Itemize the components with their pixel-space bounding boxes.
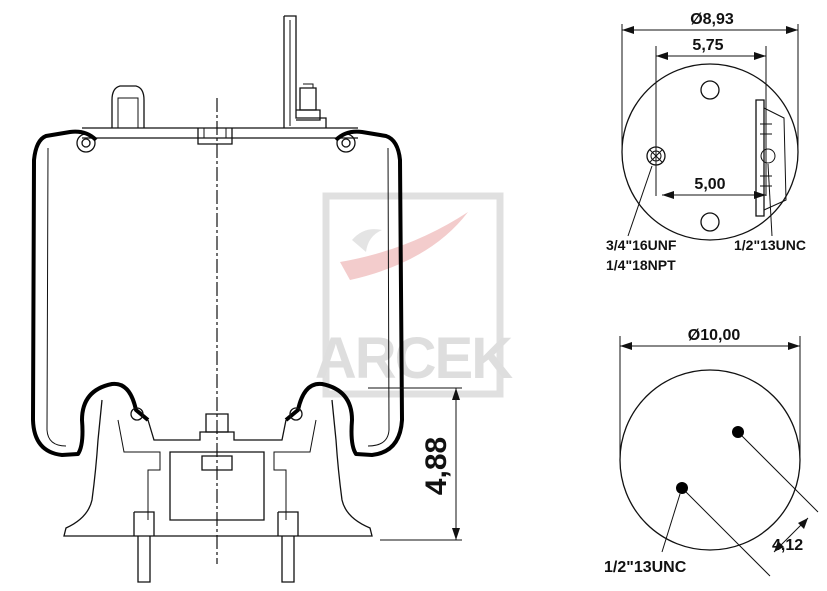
watermark-logo: ARCEK [315, 192, 515, 398]
top-stud-label: 1/2"13UNC [734, 237, 806, 253]
top-plate-view: Ø8,93 5,75 5,00 3/4"16UNF 1/4"18NPT 1/2"… [606, 11, 806, 273]
bellows-outline [31, 129, 150, 457]
bottom-plate-view: Ø10,00 4,12 1/2"13UNC [604, 327, 819, 577]
air-fitting-label-1: 3/4"16UNF [606, 237, 677, 253]
top-hole-spacing-dimension: 5,75 [692, 37, 723, 54]
air-spring-side-view: 4,88 [31, 15, 462, 583]
air-fitting-label-2: 1/4"18NPT [606, 257, 676, 273]
bottom-hole-spacing-dimension: 4,12 [772, 537, 803, 554]
bottom-diameter-dimension: Ø10,00 [688, 327, 741, 344]
watermark-text: ARCEK [315, 326, 513, 391]
top-stud-spacing-dimension: 5,00 [694, 176, 725, 193]
height-dimension: 4,88 [420, 437, 453, 495]
top-diameter-dimension: Ø8,93 [690, 11, 734, 28]
bottom-stud-label: 1/2"13UNC [604, 559, 687, 576]
